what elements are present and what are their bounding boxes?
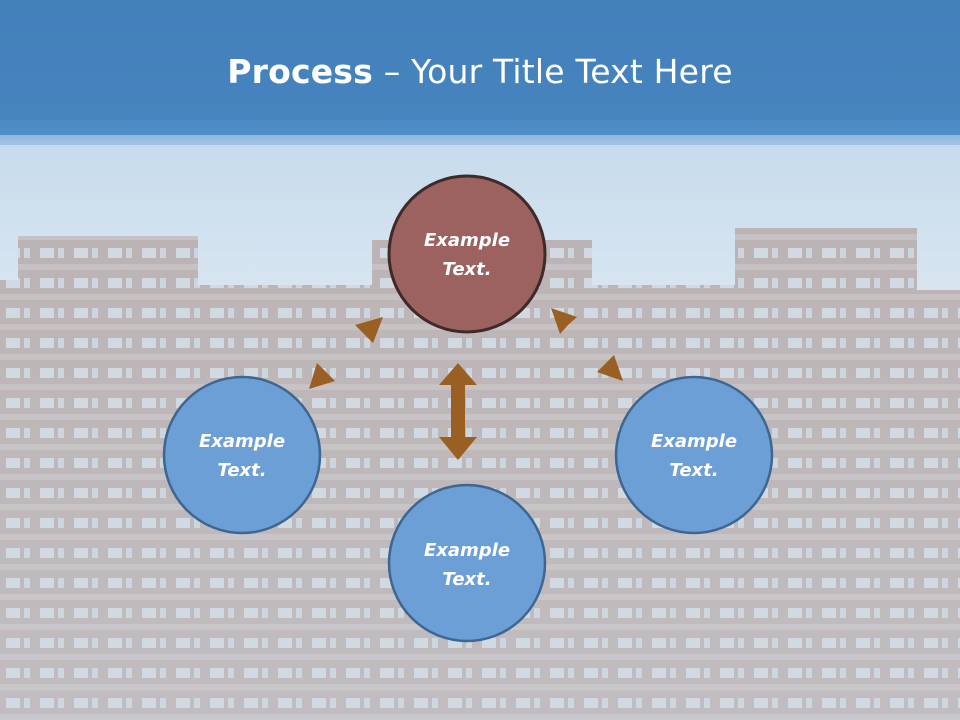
arrow-vertical [439, 363, 477, 460]
title-band [0, 0, 960, 135]
title-separator: – [373, 52, 412, 91]
node-right-circle [614, 375, 774, 535]
node-top-line2: Text. [442, 259, 491, 280]
node-bottom-line2: Text. [442, 569, 491, 590]
node-bottom-line1: Example [424, 540, 510, 561]
node-bottom-circle [387, 483, 547, 643]
node-bottom: Example Text. [387, 483, 547, 643]
node-right-line2: Text. [669, 460, 718, 481]
title-rest: Your Title Text Here [411, 52, 733, 91]
node-left-line1: Example [199, 431, 285, 452]
node-left: Example Text. [162, 375, 322, 535]
arrow-top-right [551, 308, 623, 381]
node-right-line1: Example [651, 431, 737, 452]
slide-title: Process – Your Title Text Here [0, 52, 960, 91]
node-top-line1: Example [424, 230, 510, 251]
node-right: Example Text. [614, 375, 774, 535]
node-top-circle [387, 174, 547, 334]
arrows [309, 308, 623, 460]
node-left-line2: Text. [217, 460, 266, 481]
arrow-top-left [309, 317, 383, 389]
node-left-circle [162, 375, 322, 535]
node-top: Example Text. [387, 174, 547, 334]
title-bold: Process [227, 52, 373, 91]
